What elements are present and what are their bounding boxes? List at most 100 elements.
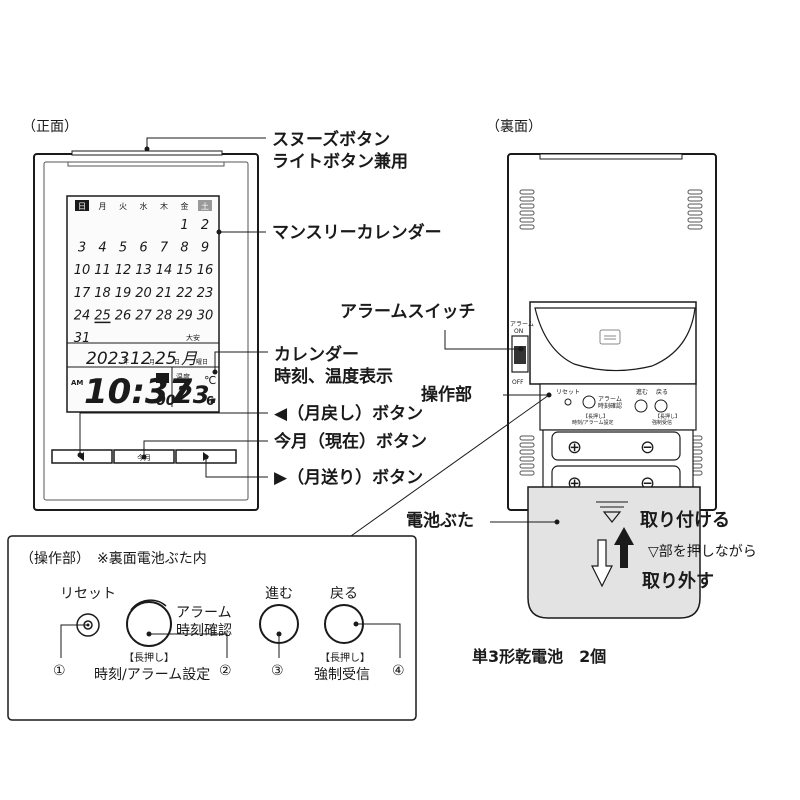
vent-slot — [687, 203, 703, 209]
push-hint-label: ▽部を押しながら — [648, 544, 757, 560]
calendar-day: 18 — [94, 286, 111, 301]
detail-alarm-button[interactable] — [126, 601, 172, 647]
vent-slot — [687, 210, 703, 216]
operation-panel — [539, 383, 697, 431]
calendar-day: 23 — [197, 286, 214, 301]
detail-alarm-long-value: 時刻/アラーム設定 — [94, 667, 211, 683]
detail-alarm-label-2: 時刻確認 — [176, 623, 232, 639]
weekday-highlight — [75, 200, 89, 211]
calendar-day: 10 — [74, 263, 91, 278]
back-forward-label: 進む — [636, 388, 648, 396]
remove-label: 取り外す — [642, 571, 714, 592]
vent-slot — [519, 189, 535, 195]
vent-slot — [519, 217, 535, 223]
weekday-header: 日月火水木金土 — [75, 200, 212, 211]
weekday-highlight — [198, 200, 212, 211]
monthly-calendar-callout: マンスリーカレンダー — [272, 223, 442, 243]
detail-num-4: ④ — [392, 663, 405, 679]
calendar-day: 12 — [115, 263, 132, 278]
calendar-day: 17 — [74, 286, 91, 301]
front-view-label: （正面） — [22, 119, 78, 135]
calendar-day: 22 — [176, 286, 193, 301]
weekday-label: 金 — [181, 201, 189, 211]
calendar-day: 29 — [176, 308, 193, 323]
rokuyo-label: 大安 — [186, 333, 200, 342]
this-month-callout: 今月（現在）ボタン — [274, 432, 427, 452]
calendar-day: 16 — [197, 263, 214, 278]
date-day: 25 — [155, 349, 177, 369]
calendar-day: 14 — [156, 263, 173, 278]
detail-alarm-long-label: 【長押し】 — [124, 653, 174, 664]
weekday-label: 日 — [78, 202, 86, 211]
weekday-label: 木 — [160, 201, 168, 211]
operation-part-callout: 操作部 — [421, 385, 472, 405]
calendar-day: 28 — [156, 308, 173, 323]
vent-slot — [687, 196, 703, 202]
vent-slot — [687, 217, 703, 223]
time-display: 10:37 — [84, 372, 193, 412]
battery-cover[interactable] — [527, 486, 701, 619]
date-year-suffix: 年 — [123, 358, 129, 366]
vent-slot — [687, 189, 703, 195]
back-forward-button[interactable] — [634, 399, 648, 413]
vent-slot — [519, 470, 535, 476]
time-icon — [156, 373, 169, 383]
snooze-callout-1: スヌーズボタン — [272, 130, 391, 150]
calendar-day: 31 — [74, 331, 91, 346]
back-back-button[interactable] — [654, 399, 668, 413]
vent-slot — [519, 435, 535, 441]
battery-spec-label: 単3形乾電池 2個 — [472, 647, 607, 666]
detail-back-label: 戻る — [330, 586, 358, 602]
date-weekday-suffix: 曜日 — [196, 359, 208, 366]
calendar-day: 11 — [94, 263, 111, 278]
back-clock: アラーム ON OFF リセット アラーム 時刻確認 【長押し】 時刻/アラーム… — [507, 153, 717, 619]
alarm-off-label: OFF — [512, 379, 524, 386]
date-day-suffix: 日 — [174, 359, 180, 366]
detail-alarm-label-1: アラーム — [176, 605, 232, 621]
calendar-day: 7 — [160, 241, 169, 256]
weekday-label: 火 — [119, 202, 127, 211]
back-back-long-1: 【長押し】 — [655, 413, 680, 420]
weekday-label: 水 — [140, 201, 148, 211]
lcd-screen — [66, 195, 220, 413]
temperature-label: 温度 — [176, 372, 190, 381]
calendar-day: 8 — [180, 241, 188, 256]
attach-label: 取り付ける — [640, 510, 730, 531]
alarm-on-label: ON — [514, 328, 523, 335]
vent-slot — [519, 224, 535, 230]
front-leader-lines — [77, 137, 268, 478]
back-alarm-label-2: 時刻確認 — [598, 402, 622, 410]
back-alarm-long-1: 【長押し】 — [583, 413, 608, 420]
date-row: 2023 年 12 月 25 日 月 曜日 — [86, 349, 208, 369]
vent-slot — [519, 210, 535, 216]
detail-back-long-label: 【長押し】 — [320, 653, 370, 664]
back-alarm-button[interactable] — [582, 395, 596, 409]
calendar-day: 6 — [139, 241, 147, 256]
back-alarm-label-1: アラーム — [598, 396, 622, 403]
date-month-suffix: 月 — [149, 359, 155, 366]
detail-title: （操作部） ※裏面電池ぶた内 — [20, 551, 207, 567]
temperature-unit: ℃ — [204, 374, 216, 387]
battery-1-minus-icon: ⊖ — [640, 437, 655, 458]
back-reset-button[interactable] — [564, 398, 572, 406]
calendar-day: 26 — [115, 308, 132, 323]
date-year: 2023 — [86, 349, 129, 369]
up-arrow-icon — [614, 527, 634, 568]
operation-detail-box — [7, 535, 417, 721]
vent-slot — [519, 463, 535, 469]
ventilation-slots — [519, 189, 703, 476]
calendar-day: 3 — [78, 241, 86, 256]
calendar-day: 24 — [74, 308, 91, 323]
weekday-label: 土 — [201, 201, 209, 211]
battery-1 — [551, 431, 681, 461]
battery-1-plus-icon: ⊕ — [567, 437, 582, 458]
date-month: 12 — [130, 349, 152, 369]
calendar-day: 27 — [135, 308, 152, 323]
calendar-day: 15 — [176, 263, 193, 278]
down-arrow-icon — [591, 539, 613, 588]
detail-num-1: ① — [53, 663, 66, 679]
vent-slot — [519, 203, 535, 209]
